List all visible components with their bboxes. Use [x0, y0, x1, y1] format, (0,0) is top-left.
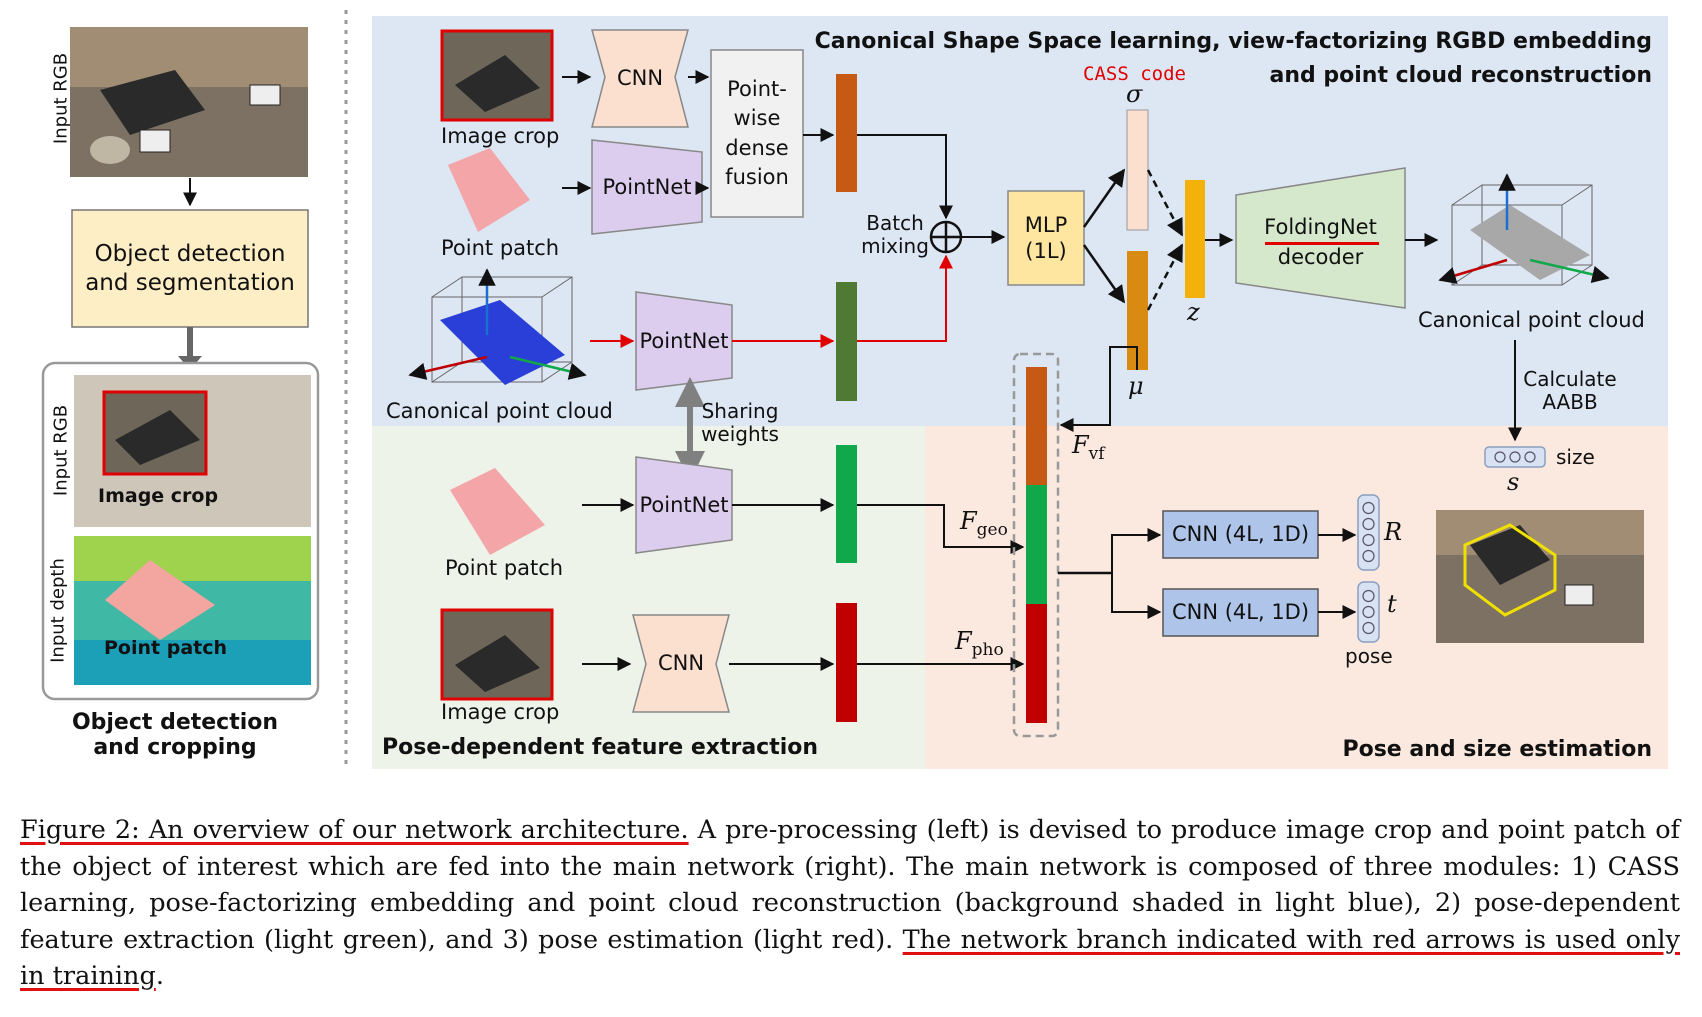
point-patch-1	[448, 148, 530, 232]
concat-dashed	[1012, 352, 1060, 738]
canonical-pc-right-label: Canonical point cloud	[1418, 308, 1645, 332]
foldingnet-underline	[1265, 242, 1379, 245]
concat-geo	[1026, 485, 1047, 604]
z-vector	[1185, 180, 1205, 298]
mlp-box	[1007, 190, 1085, 286]
pointnet-shape-2	[635, 456, 733, 554]
mlp-label: MLP (1L)	[1024, 212, 1068, 263]
input-rgb-label-2: Input RGB	[50, 404, 72, 497]
point-patch-label-left: Point patch	[104, 637, 228, 659]
fusion-label: Point- wise dense fusion	[725, 76, 789, 189]
mu-vector	[1127, 251, 1148, 370]
cnn-shape-1	[591, 29, 689, 128]
input-rgb-label-1: Input RGB	[50, 52, 72, 145]
fused-feature	[836, 74, 857, 192]
concat-pho	[1026, 604, 1047, 723]
fusion-box	[710, 49, 804, 218]
cnn-r-label: CNN (4L, 1D)	[1171, 522, 1310, 547]
f-pho-label: Fpho	[955, 627, 1004, 660]
canonical-feature	[836, 282, 857, 401]
r-symbol: R	[1384, 518, 1403, 546]
cnn-label-2: CNN	[657, 651, 705, 676]
point-patch-label-1: Point patch	[441, 236, 560, 260]
image-crop-label-2: Image crop	[441, 700, 560, 724]
sigma-vector	[1126, 109, 1149, 231]
cnn-shape-2	[632, 614, 730, 713]
foldingnet-shape	[1235, 167, 1406, 309]
batch-mixing-label: Batch mixing	[861, 211, 929, 258]
sharing-weights-label: Sharing weights	[701, 399, 779, 446]
pointnet-label-1: PointNet	[602, 174, 692, 199]
blue-module-title-2: and point cloud reconstruction	[1269, 63, 1652, 88]
pose-label: pose	[1345, 644, 1393, 668]
cass-code-label: CASS code	[1083, 63, 1186, 85]
calculate-aabb-label: Calculate AABB	[1523, 367, 1617, 414]
canonical-pc-left-label: Canonical point cloud	[386, 399, 613, 423]
f-vf-label: Fvf	[1072, 431, 1105, 464]
caption-figure-title: Figure 2: An overview of our network arc…	[20, 815, 689, 845]
image-crop-label-1: Image crop	[441, 124, 560, 148]
point-patch-label-2: Point patch	[445, 556, 564, 580]
figure-caption: Figure 2: An overview of our network arc…	[20, 812, 1680, 995]
geo-feature	[836, 445, 857, 563]
point-patch-2	[450, 468, 545, 555]
z-symbol: z	[1187, 298, 1200, 326]
green-module-title: Pose-dependent feature extraction	[382, 735, 819, 760]
pointnet-shape-red	[635, 291, 733, 391]
left-panel-title: Object detection and cropping	[71, 710, 279, 761]
t-symbol: t	[1387, 590, 1397, 618]
foldingnet-label-1: FoldingNet	[1264, 215, 1377, 239]
r-vector	[1357, 494, 1380, 571]
pointnet-shape-1	[591, 139, 703, 235]
cnn-label-1: CNN	[616, 66, 664, 91]
red-module-title: Pose and size estimation	[1342, 737, 1652, 762]
cnn-t-label: CNN (4L, 1D)	[1171, 600, 1310, 625]
concat-vf	[1026, 367, 1047, 485]
image-crop-label-left: Image crop	[98, 485, 219, 507]
caption-red-branch-note: The network branch indicated with red ar…	[20, 924, 1680, 992]
blue-module-title-1: Canonical Shape Space learning, view-fac…	[814, 29, 1652, 54]
caption-end: .	[155, 961, 164, 991]
pointnet-red-label: PointNet	[639, 328, 729, 353]
cnn-r-box	[1162, 510, 1319, 559]
size-label: size	[1556, 445, 1595, 469]
s-symbol: s	[1507, 468, 1520, 496]
sigma-symbol: σ	[1126, 80, 1143, 108]
pointnet-label-2: PointNet	[639, 492, 729, 517]
f-geo-label: Fgeo	[960, 507, 1008, 540]
mu-symbol: μ	[1128, 372, 1144, 400]
input-depth-label: Input depth	[47, 558, 69, 663]
detection-box-text: Object detection and segmentation	[85, 240, 295, 296]
pho-feature	[836, 603, 857, 722]
size-vector	[1484, 446, 1546, 468]
caption-body: A pre-processing (left) is devised to pr…	[20, 815, 1680, 955]
foldingnet-label-2: decoder	[1277, 245, 1364, 269]
